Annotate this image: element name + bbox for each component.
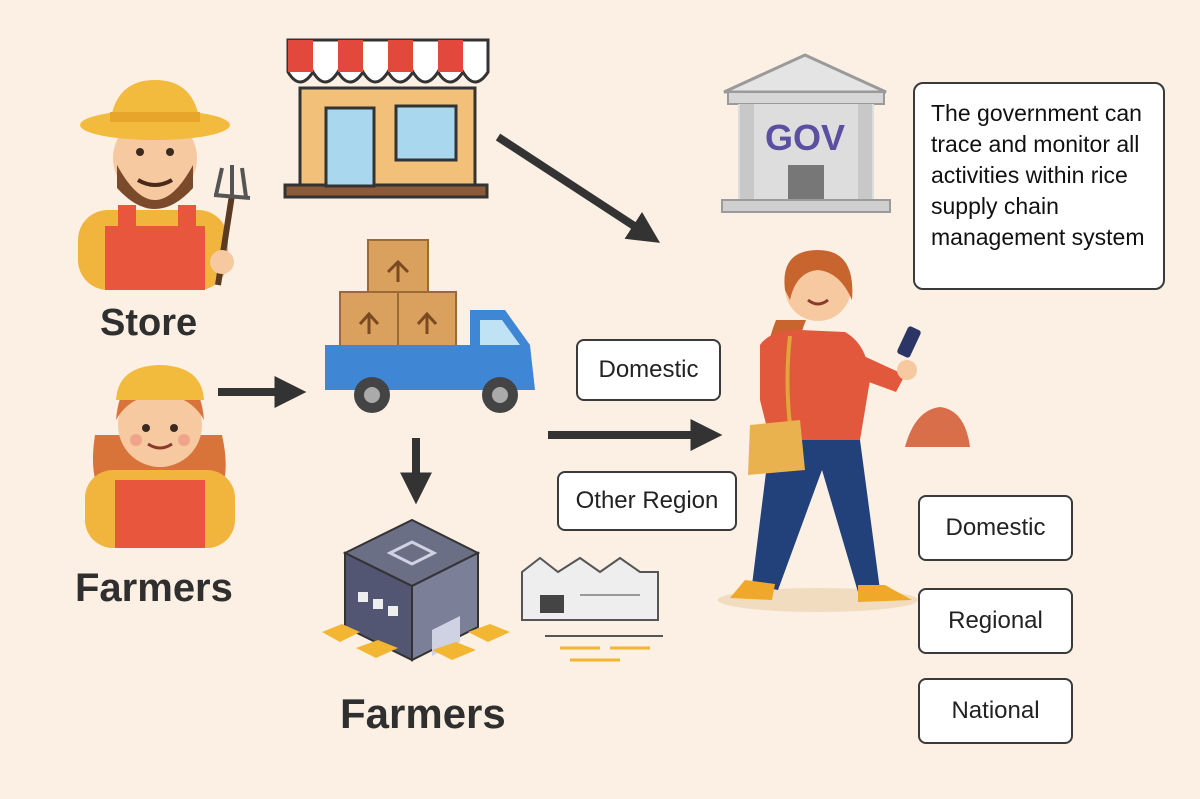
farmer-with-pitchfork-illustration (78, 80, 251, 290)
other-region-tag: Other Region (557, 471, 737, 531)
domestic-tag-right: Domestic (918, 495, 1073, 561)
farmers-label-bottom: Farmers (340, 690, 506, 737)
farmers-label-left: Farmers (75, 566, 233, 610)
store-label: Store (100, 302, 198, 344)
store-building-illustration (283, 38, 490, 199)
government-note-box: The government can trace and monitor all… (913, 82, 1165, 290)
domestic-tag-middle: Domestic (576, 339, 721, 401)
mound-shape (905, 407, 970, 447)
gov-sign-text: GOV (765, 117, 845, 158)
national-tag: National (918, 678, 1073, 744)
small-factory-illustration (521, 556, 663, 662)
consumer-woman-illustration (718, 250, 921, 612)
government-building-illustration (721, 53, 891, 213)
warehouse-illustration (322, 518, 510, 662)
government-note-text: The government can trace and monitor all… (931, 100, 1145, 250)
delivery-truck-illustration (325, 239, 535, 413)
arrow-store-to-consumer (495, 133, 661, 243)
regional-tag: Regional (918, 588, 1073, 654)
farmer-woman-illustration (85, 365, 235, 548)
